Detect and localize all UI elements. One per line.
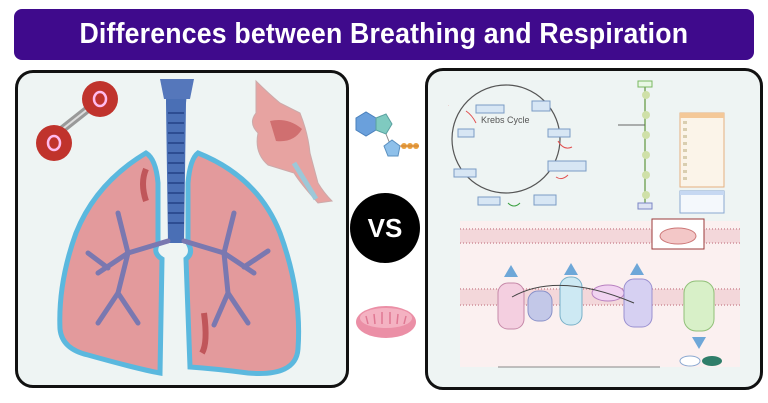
respiration-diagrams: ·	[448, 80, 740, 368]
vs-label: VS	[367, 212, 403, 243]
glucose-atp-molecule-icon	[355, 111, 419, 157]
breathing-panel	[15, 70, 349, 388]
mitochondrion-icon	[356, 306, 416, 338]
krebs-cycle-label: Krebs Cycle	[481, 115, 530, 125]
nasal-cavity-illustration	[252, 79, 334, 204]
glycolysis-pathway-diagram	[618, 80, 653, 210]
legend-box	[679, 112, 725, 214]
title-banner: Differences between Breathing and Respir…	[14, 9, 754, 60]
trachea-icon	[160, 79, 194, 243]
oxygen-molecule-icon	[36, 81, 118, 161]
electron-transport-chain-diagram	[460, 218, 740, 368]
lungs-illustration	[36, 79, 334, 376]
page-title: Differences between Breathing and Respir…	[79, 18, 689, 50]
vs-badge: VS	[350, 193, 420, 263]
respiration-panel: ·	[425, 68, 763, 390]
krebs-cycle-diagram: ·	[448, 84, 587, 207]
bronchi-icon	[85, 210, 271, 328]
center-column	[344, 100, 426, 360]
svg-text:·: ·	[448, 103, 449, 108]
